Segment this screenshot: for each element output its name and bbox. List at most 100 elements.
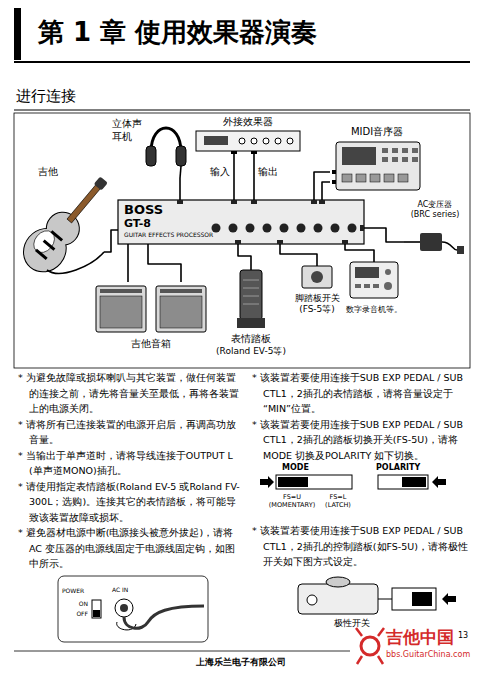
- button: [392, 148, 398, 153]
- watermark-wrap: bbs.GuitarChina.com: [386, 650, 476, 660]
- note-text: * 该装置若要使用连接于SUB EXP PEDAL / SUB CTL1，2插孔…: [252, 523, 470, 570]
- pedal-ridge: [243, 296, 259, 297]
- sequencer-body: [336, 142, 420, 190]
- title-rule: [14, 61, 470, 63]
- pedal-ridge: [243, 280, 259, 281]
- note-text: * 当输出于单声道时，请将导线连接于OUTPUT L (单声道MONO)插孔。: [18, 448, 242, 479]
- switch-slider: [412, 592, 432, 606]
- switch-position: FS=U: [264, 493, 320, 501]
- cable-connector: [179, 178, 181, 200]
- cable-connector: [238, 244, 251, 266]
- section-rule: [14, 109, 470, 110]
- jack: [251, 200, 257, 204]
- headphones: 立体声 耳机: [112, 116, 192, 178]
- power-switch: [92, 600, 101, 618]
- cable: [250, 266, 252, 270]
- switch-name: MODE: [282, 463, 326, 473]
- headstock: [94, 176, 108, 190]
- watermark-logo: [356, 628, 384, 664]
- node-label: (BRC series): [404, 210, 466, 220]
- cable-connector: [364, 228, 404, 242]
- adapter-body: [420, 233, 442, 251]
- cable-connector: [104, 230, 118, 252]
- power-jack: [360, 225, 364, 231]
- button: [355, 284, 361, 288]
- node-label: (FS-5等): [292, 304, 342, 315]
- knob: [275, 138, 281, 144]
- cable-connector: [280, 244, 317, 262]
- diagram-frame: [14, 113, 470, 368]
- cable: [47, 252, 104, 273]
- pad: [398, 174, 408, 182]
- ear-cup: [146, 146, 156, 166]
- knob: [263, 138, 269, 144]
- switch-name: POLARITY: [376, 463, 436, 473]
- switch-label-wrap: ON: [74, 600, 88, 608]
- pad: [370, 174, 380, 182]
- page-number: 13: [458, 631, 472, 641]
- node-label: AC变压器: [404, 200, 466, 210]
- switch-slider: [402, 477, 426, 487]
- node-label: GUITAR EFFECTS PROCESSOR: [124, 231, 214, 239]
- display: [204, 136, 228, 145]
- logo-ring: [361, 637, 379, 655]
- footswitch: 脚踏板开关(FS-5等): [292, 262, 342, 316]
- jack: [263, 224, 272, 233]
- ac-adapter: AC变压器(BRC series): [404, 200, 466, 254]
- switch-position-wrap: FS=U: [264, 493, 320, 501]
- amp-cabinet: [96, 286, 146, 332]
- jack: [251, 151, 257, 154]
- switch-name-wrap: MODE: [282, 463, 326, 473]
- amp-grille: [160, 296, 202, 328]
- expression-pedal-drawing: [237, 266, 265, 328]
- logo-claw: [356, 628, 384, 664]
- gt8-rear-panel: [118, 200, 364, 244]
- section-heading: 进行连接: [16, 86, 216, 106]
- button: [402, 157, 408, 162]
- switch-position-wrap: FS=L: [322, 493, 354, 501]
- jack: [331, 224, 340, 233]
- footswitch-body: [302, 266, 332, 288]
- cable: [373, 258, 375, 262]
- leader-line: [378, 598, 392, 599]
- jack: [332, 170, 336, 174]
- jack: [348, 224, 357, 233]
- power-figure: POWERONOFFAC IN: [18, 572, 242, 646]
- recorder-drawing: [350, 258, 398, 298]
- node-label: 数字录音机等。: [344, 304, 404, 315]
- ear-cup: [176, 146, 186, 166]
- note-list: * 为避免故障或损坏喇叭与其它装置，做任何装置的连接之前，请先将音量关至最低，再…: [18, 370, 242, 572]
- pedal-base: [237, 318, 265, 328]
- edge-label: 输入: [204, 165, 230, 178]
- knob: [251, 138, 257, 144]
- footswitch-button: [326, 577, 350, 587]
- panel-outline: [58, 576, 208, 642]
- note-text: * 该装置若要使用连接于SUB EXP PEDAL / SUB CTL1，2插孔…: [252, 370, 470, 417]
- expression-pedal: 表情踏板(Roland EV-5等): [212, 266, 290, 364]
- chapter-bar: [14, 8, 21, 60]
- pad: [384, 174, 394, 182]
- jack: [177, 200, 183, 204]
- pedal-ridge: [243, 288, 259, 289]
- button: [373, 284, 379, 288]
- gt8-unit: BOSSGT-8GUITAR EFFECTS PROCESSOR: [118, 200, 364, 244]
- switch-position: (MOMENTARY): [264, 501, 320, 509]
- note-list: * 该装置若要使用连接于SUB EXP PEDAL / SUB CTL1，2插孔…: [252, 370, 470, 463]
- page-title: 第 1 章 使用效果器演奏: [38, 16, 468, 48]
- pickguard: [30, 227, 59, 257]
- cable-connector: [253, 154, 255, 200]
- switch-label: POWER: [62, 587, 92, 595]
- arrow-symbol: [260, 476, 274, 488]
- cable-connector: [127, 244, 129, 282]
- node-label: 吉他音箱: [92, 338, 210, 350]
- cable-connector: [345, 244, 374, 258]
- edge-label: 输出: [258, 165, 284, 178]
- switch-figure: MODEPOLARITYFS=U(MOMENTARY)FS=L(LATCH): [252, 463, 470, 523]
- power-cord: [442, 242, 457, 250]
- effects-unit-drawing: [196, 131, 300, 154]
- jack: [342, 240, 348, 244]
- note-text: * 该装置若要使用连接于SUB EXP PEDAL / SUB CTL1，2插孔…: [252, 417, 470, 464]
- cable: [316, 262, 318, 266]
- rack-unit: [196, 131, 300, 151]
